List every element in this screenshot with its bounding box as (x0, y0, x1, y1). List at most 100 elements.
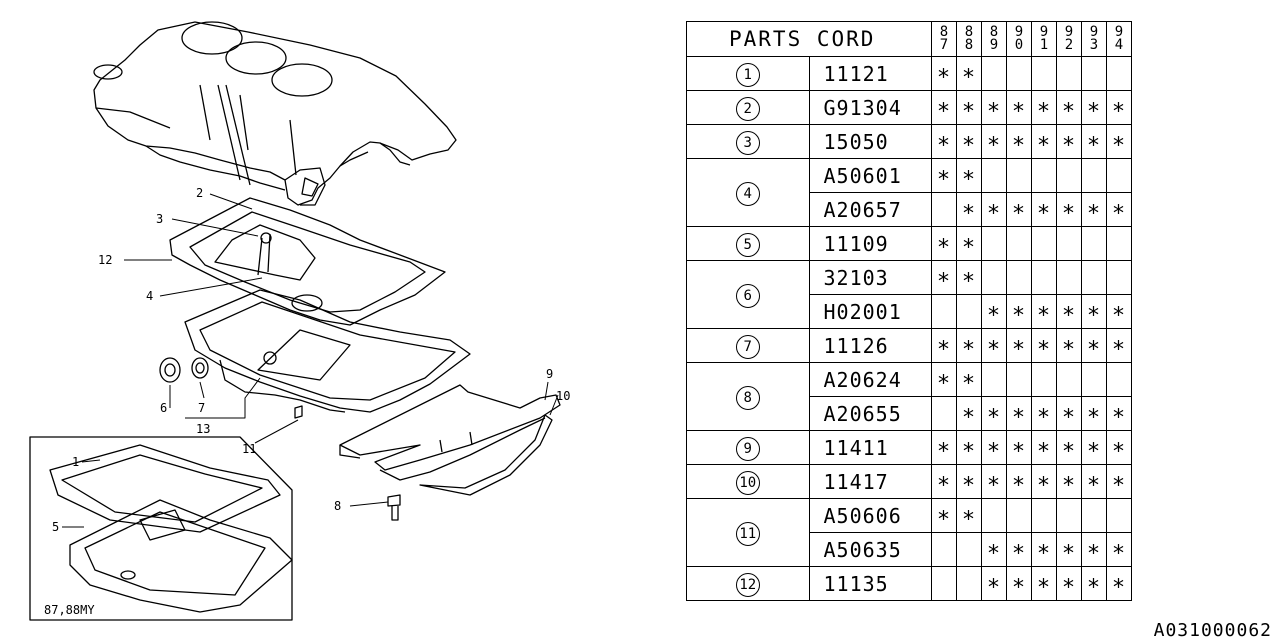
table-row: A20657∗∗∗∗∗∗∗ (687, 192, 1132, 227)
year-mark-cell (1081, 158, 1107, 193)
year-mark-cell: ∗ (1031, 566, 1057, 601)
year-mark-cell (981, 498, 1007, 533)
year-mark-cell (1031, 158, 1057, 193)
ref-number: 12 (735, 573, 760, 597)
ref-number: 10 (735, 471, 760, 495)
year-mark-cell (1006, 498, 1032, 533)
ref-number-cell: 3 (686, 124, 810, 159)
part-code: 11417 (808, 464, 932, 499)
year-mark-cell: ∗ (1106, 328, 1132, 363)
callout-9: 9 (546, 367, 553, 381)
year-mark-cell: ∗ (956, 226, 982, 261)
year-mark-cell (1056, 158, 1082, 193)
ref-number-cell: 8 (686, 362, 810, 431)
part-code: 11126 (808, 328, 932, 363)
year-mark-cell (1106, 260, 1132, 295)
ref-number-cell: 11 (686, 498, 810, 567)
year-mark-cell (1081, 56, 1107, 91)
callout-5: 5 (52, 520, 59, 534)
year-mark-cell (956, 566, 982, 601)
exploded-parts-diagram: 2 3 12 4 9 10 6 7 13 11 8 1 5 87,88MY (29, 21, 570, 621)
year-mark-cell: ∗ (981, 566, 1007, 601)
year-mark-cell: ∗ (1081, 566, 1107, 601)
year-mark-cell: ∗ (1106, 464, 1132, 499)
year-mark-cell: ∗ (1056, 566, 1082, 601)
year-mark-cell (1081, 498, 1107, 533)
year-mark-cell: ∗ (1081, 464, 1107, 499)
year-mark-cell: ∗ (956, 362, 982, 397)
year-mark-cell (1006, 362, 1032, 397)
callout-11: 11 (242, 442, 256, 456)
callout-labels: 2 3 12 4 9 10 6 7 13 11 8 1 5 87,88MY (44, 186, 570, 617)
year-mark-cell: ∗ (1006, 396, 1032, 431)
part-code: A20655 (808, 396, 932, 431)
year-mark-cell (931, 396, 957, 431)
part-code: H02001 (808, 294, 932, 329)
ref-number-cell: 10 (686, 464, 810, 499)
year-mark-cell: ∗ (1081, 532, 1107, 567)
ref-number-cell: 6 (686, 260, 810, 329)
callout-4: 4 (146, 289, 153, 303)
year-mark-cell: ∗ (1056, 328, 1082, 363)
year-mark-cell (1106, 226, 1132, 261)
part-code: 11109 (808, 226, 932, 261)
year-mark-cell: ∗ (931, 362, 957, 397)
year-mark-cell: ∗ (1106, 124, 1132, 159)
year-mark-cell: ∗ (1081, 124, 1107, 159)
bolt-11-drawing (294, 405, 303, 419)
year-mark-cell: ∗ (1006, 464, 1032, 499)
callout-13: 13 (196, 422, 210, 436)
year-mark-cell: ∗ (931, 464, 957, 499)
ref-number: 2 (735, 97, 760, 121)
year-mark-cell (956, 294, 982, 329)
year-mark-cell: ∗ (956, 124, 982, 159)
year-mark-cell (1031, 498, 1057, 533)
year-mark-cell (981, 158, 1007, 193)
year-mark-cell: ∗ (1006, 328, 1032, 363)
year-mark-cell (1056, 226, 1082, 261)
year-mark-cell: ∗ (1006, 90, 1032, 125)
year-mark-cell: ∗ (1031, 532, 1057, 567)
year-mark-cell (1006, 56, 1032, 91)
year-mark-cell: ∗ (1106, 566, 1132, 601)
parts-code-header: PARTS CORD (686, 21, 932, 57)
year-mark-cell (1106, 56, 1132, 91)
year-mark-cell: ∗ (1031, 396, 1057, 431)
year-mark-cell: ∗ (981, 192, 1007, 227)
drain-plug-drawing (159, 357, 209, 383)
year-mark-cell: ∗ (1031, 294, 1057, 329)
ref-number-cell: 1 (686, 56, 810, 91)
year-mark-cell: ∗ (1056, 90, 1082, 125)
year-mark-cell: ∗ (956, 396, 982, 431)
ref-number-cell: 12 (686, 566, 810, 601)
year-mark-cell: ∗ (1081, 90, 1107, 125)
year-mark-cell: ∗ (1031, 192, 1057, 227)
year-mark-cell: ∗ (1006, 294, 1032, 329)
year-mark-cell: ∗ (1081, 192, 1107, 227)
year-mark-cell: ∗ (956, 260, 982, 295)
year-mark-cell: ∗ (1006, 192, 1032, 227)
year-mark-cell: ∗ (981, 90, 1007, 125)
ref-number-cell: 5 (686, 226, 810, 261)
year-mark-cell (1106, 498, 1132, 533)
year-mark-cell (981, 56, 1007, 91)
year-mark-cell (1056, 362, 1082, 397)
part-code: 11411 (808, 430, 932, 465)
ref-number-cell: 7 (686, 328, 810, 363)
year-mark-cell (1081, 362, 1107, 397)
year-mark-cell (1006, 158, 1032, 193)
year-mark-cell: ∗ (956, 464, 982, 499)
